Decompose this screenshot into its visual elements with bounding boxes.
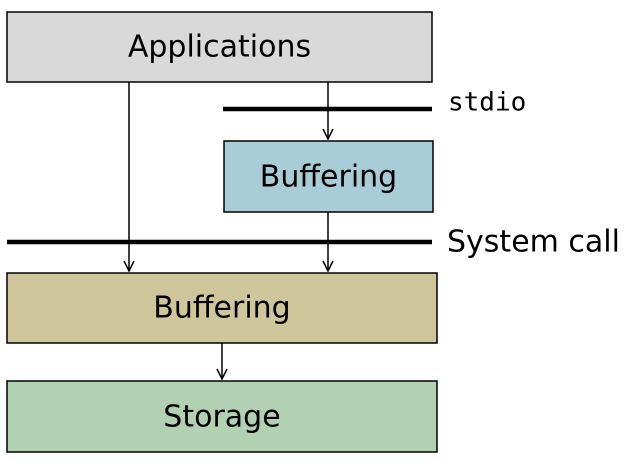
- storage-label: Storage: [163, 400, 280, 435]
- applications-label: Applications: [128, 30, 311, 65]
- storage-box-rect: [6, 380, 438, 453]
- applications-box-rect: [6, 11, 433, 83]
- applications-box: Applications: [6, 11, 433, 83]
- system-call-label: System call: [447, 225, 620, 260]
- stdio-buffering-label: Buffering: [260, 160, 397, 195]
- kernel-buffering-box: Buffering: [6, 272, 438, 344]
- storage-box: Storage: [6, 380, 438, 453]
- kernel-buffering-box-rect: [6, 272, 438, 344]
- kernel-buffering-label: Buffering: [153, 291, 290, 326]
- stdio-buffering-box: Buffering: [223, 140, 434, 213]
- stdio-buffering-box-rect: [223, 140, 434, 213]
- stdio-label: stdio: [448, 88, 526, 118]
